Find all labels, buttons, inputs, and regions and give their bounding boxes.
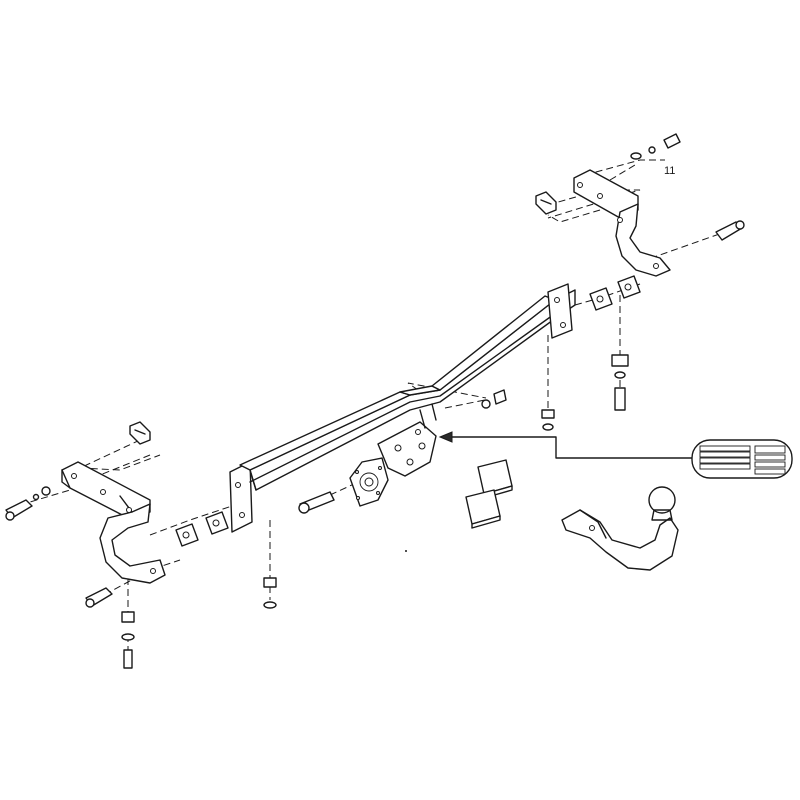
mid-washers bbox=[481, 389, 507, 409]
left-vertical-bolt-stack bbox=[121, 611, 135, 669]
centre-hitch-bracket bbox=[377, 403, 437, 477]
right-side-bracket bbox=[573, 169, 671, 277]
callout-label-11: 11 bbox=[664, 165, 675, 177]
left-bracket-bolt bbox=[5, 499, 33, 521]
right-side-bolt bbox=[715, 220, 745, 241]
right-bracket-clip-nut bbox=[535, 191, 557, 215]
left-bracket-clip-nut bbox=[129, 421, 151, 445]
right-vertical-bolt-stack bbox=[611, 354, 629, 411]
left-spacer-plates bbox=[175, 511, 229, 547]
left-lower-bolt bbox=[85, 587, 113, 608]
long-bolt bbox=[298, 491, 335, 514]
right-spacer-plates bbox=[589, 275, 641, 311]
loose-spacer-plates bbox=[465, 459, 513, 529]
tow-ball-neck bbox=[561, 486, 679, 571]
electrical-socket-plate bbox=[349, 457, 389, 507]
beam-right-nut-stack bbox=[541, 409, 555, 431]
type-plate-callout bbox=[438, 431, 693, 459]
left-side-bracket bbox=[61, 461, 166, 584]
left-bracket-washer-nut bbox=[32, 486, 51, 501]
right-top-bolt-stack bbox=[630, 133, 681, 160]
main-cross-beam bbox=[229, 283, 576, 533]
beam-left-nut-stack bbox=[263, 577, 277, 609]
stray-mark bbox=[405, 550, 407, 552]
type-plate bbox=[691, 439, 793, 479]
